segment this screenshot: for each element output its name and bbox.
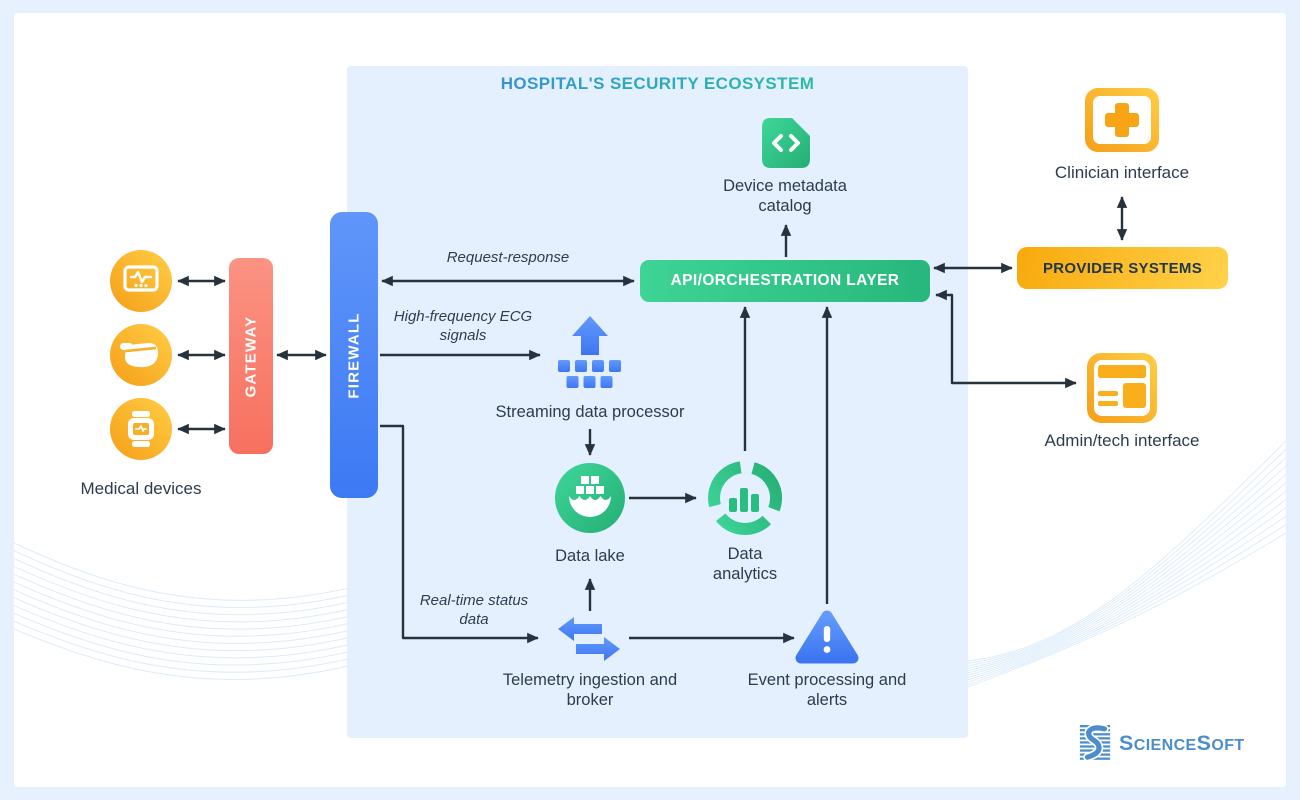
flow-label-ecg: High-frequency ECG signals — [393, 308, 533, 344]
ecosystem-title: HOSPITAL'S SECURITY ECOSYSTEM — [347, 74, 968, 94]
logo-part-1: S — [1119, 730, 1134, 755]
gateway-box: GATEWAY — [229, 258, 273, 454]
admin-label: Admin/tech interface — [1044, 431, 1200, 450]
flow-label-request-response: Request-response — [446, 249, 570, 266]
clinician-label: Clinician interface — [1054, 163, 1190, 182]
medical-devices-label: Medical devices — [80, 479, 202, 498]
events-label: Event processing and alerts — [747, 671, 907, 710]
data-lake-label: Data lake — [555, 547, 625, 565]
catalog-label: Device metadata catalog — [723, 177, 847, 216]
firewall-label: FIREWALL — [345, 311, 363, 399]
logo-part-4: OFT — [1211, 736, 1245, 754]
provider-systems-box: PROVIDER SYSTEMS — [1017, 247, 1228, 289]
telemetry-label: Telemetry ingestion and broker — [502, 671, 678, 710]
streaming-label: Streaming data processor — [495, 403, 685, 421]
firewall-box: FIREWALL — [330, 212, 378, 498]
provider-systems-label: PROVIDER SYSTEMS — [1043, 259, 1202, 277]
api-orchestration-layer-box: API/ORCHESTRATION LAYER — [640, 260, 930, 302]
flow-label-realtime: Real-time status data — [419, 592, 529, 628]
logo-part-3: S — [1196, 730, 1212, 755]
analytics-label: Data analytics — [712, 545, 778, 584]
logo-part-2: CIENCE — [1133, 736, 1197, 754]
api-layer-label: API/ORCHESTRATION LAYER — [670, 272, 900, 289]
gateway-label: GATEWAY — [242, 315, 260, 397]
sciencesoft-logo-mark — [1079, 724, 1111, 762]
